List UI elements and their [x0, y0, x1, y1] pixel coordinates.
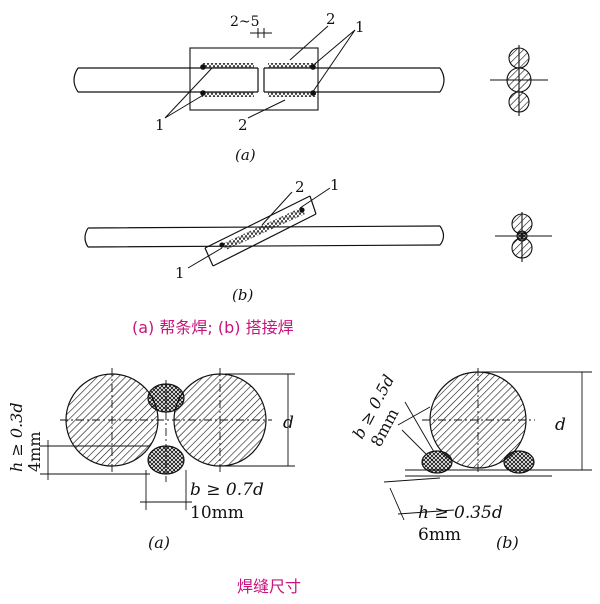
subfig-a-bottom-label: (a) — [148, 533, 170, 552]
d-label-b: d — [555, 415, 566, 435]
h-label-a: h ≥ 0.3d — [7, 402, 26, 472]
weld-size-a — [40, 368, 295, 510]
b-label-a: b ≥ 0.7d — [190, 480, 264, 500]
subfig-a-label: (a) — [235, 146, 256, 164]
splice-weld-section — [490, 45, 548, 116]
d-label-a: d — [283, 413, 294, 433]
label-2-top: 2 — [326, 10, 336, 28]
weld-seam — [268, 63, 316, 68]
left-bar — [78, 67, 258, 93]
caption-weld-types: (a) 帮条焊; (b) 搭接焊 — [132, 318, 294, 337]
subfig-b-bottom-label: (b) — [496, 533, 519, 552]
label-1-lap: 1 — [330, 176, 340, 194]
left-bar-end — [73, 67, 79, 93]
lap-weld-section — [495, 212, 552, 262]
weld-seam — [268, 92, 316, 97]
right-bar-end — [439, 67, 445, 93]
right-bar — [264, 67, 440, 93]
label-1-top: 1 — [355, 18, 365, 36]
splice-plate — [189, 47, 319, 111]
lap-weld-seam — [222, 208, 305, 250]
splice-weld-elevation — [73, 25, 445, 119]
weld-seam — [202, 92, 254, 97]
inclined-bar — [204, 195, 317, 267]
h-value-a: 4mm — [25, 431, 44, 472]
caption-weld-size: 焊缝尺寸 — [237, 577, 302, 596]
h-value-b: 6mm — [418, 525, 461, 545]
lap-weld-elevation — [84, 187, 445, 269]
label-2-lap: 2 — [295, 178, 305, 196]
weld-size-b — [383, 368, 592, 521]
h-label-b: h ≥ 0.35d — [418, 503, 503, 523]
label-1-bottom: 1 — [155, 116, 165, 134]
subfig-b-label: (b) — [232, 286, 253, 304]
label-1-lap-low: 1 — [175, 264, 185, 282]
weld-seam — [202, 63, 254, 68]
gap-label: 2~5 — [230, 14, 260, 30]
b-value-a: 10mm — [190, 503, 244, 523]
label-2-bottom: 2 — [238, 116, 248, 134]
